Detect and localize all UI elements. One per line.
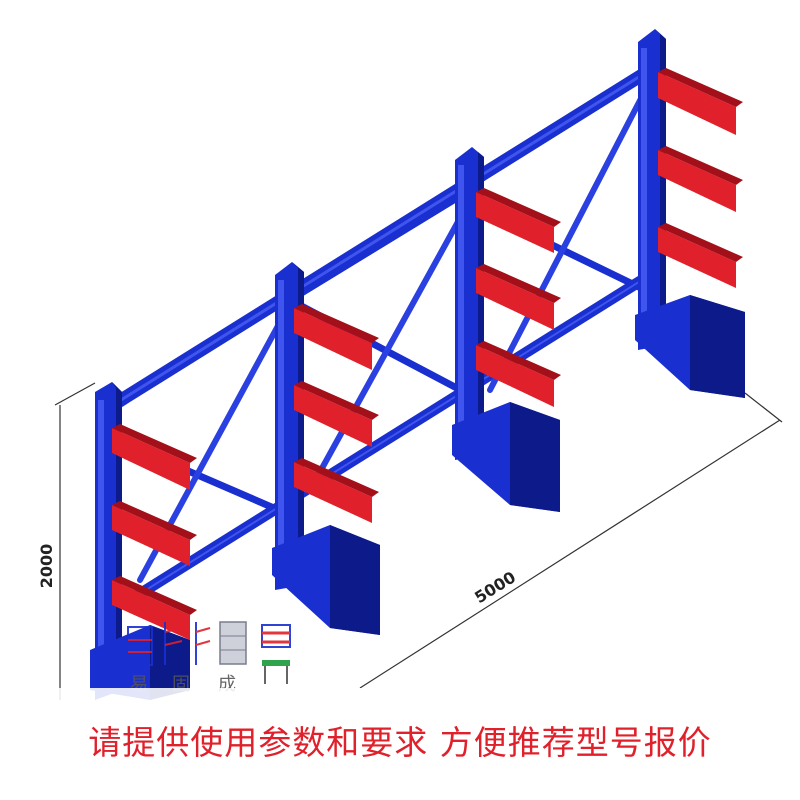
arm (294, 304, 379, 370)
bottom-banner (0, 688, 800, 800)
arm (476, 188, 561, 253)
beams-and-braces (98, 63, 657, 606)
upright-4 (635, 29, 745, 398)
cantilever-arms (112, 68, 743, 640)
height-dimension-label: 2000 (37, 544, 56, 589)
arm (112, 501, 197, 566)
arm (658, 223, 743, 288)
arm (294, 458, 379, 523)
arm (658, 68, 743, 135)
heavy-rack-icon (261, 624, 291, 648)
banner-text: 请提供使用参数和要求 方便推荐型号报价 (88, 723, 712, 762)
upright-2 (272, 262, 380, 635)
upright-1 (90, 382, 190, 700)
storage-cabinet-icon (219, 621, 247, 665)
workbench-icon (262, 660, 290, 684)
shelf-icon (127, 626, 153, 666)
cantilever-icon (164, 622, 211, 665)
arm (112, 424, 197, 490)
arm (476, 264, 561, 330)
uprights (90, 29, 745, 700)
length-dimension-line (359, 419, 781, 689)
arm (658, 146, 743, 212)
arm (476, 341, 561, 407)
dimension-lines (54, 382, 783, 700)
upright-3 (452, 147, 560, 512)
arm (112, 576, 197, 640)
arm (294, 381, 379, 447)
